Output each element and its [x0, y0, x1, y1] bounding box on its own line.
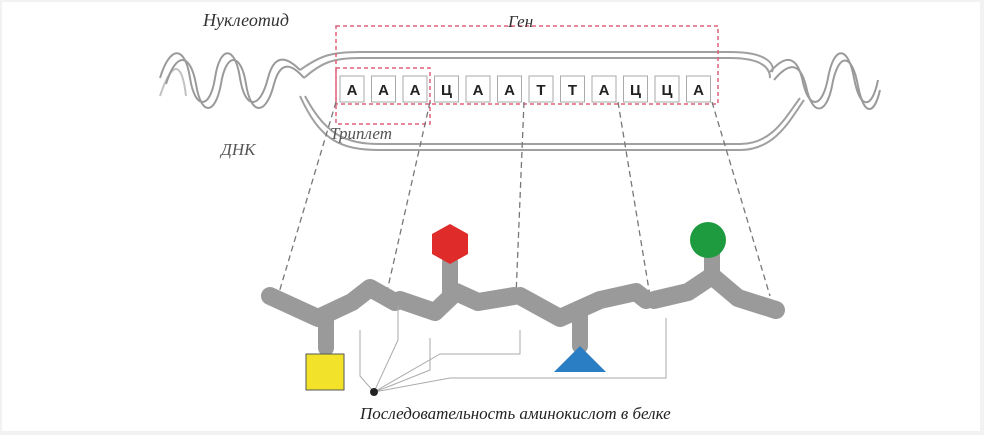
nucleotide-letter: Ц	[441, 82, 452, 99]
nucleotide-letter: А	[504, 82, 515, 99]
nucleotide-label: Нуклеотид	[203, 10, 289, 30]
triplet-label: Триплет	[330, 124, 392, 143]
nucleotide-box	[434, 75, 459, 103]
dna-label: ДНК	[221, 140, 256, 159]
nucleotide-box	[654, 75, 680, 103]
nucleotide-box	[591, 75, 617, 103]
circle-side-group	[690, 222, 726, 258]
caption-connectors	[359, 306, 667, 393]
protein-backbone	[261, 267, 785, 327]
nucleotide-box	[497, 75, 522, 103]
nucleotide-box	[465, 75, 491, 103]
gene-frame	[335, 25, 719, 105]
nucleotide-letter: Ц	[630, 82, 641, 99]
triangle-side-group	[554, 346, 606, 372]
nucleotide-letter: А	[693, 82, 704, 99]
nucleotide-letter: А	[599, 82, 610, 99]
nucleotide-letter: Т	[568, 82, 577, 99]
nucleotide-box	[560, 75, 585, 103]
hexagon-side-group	[432, 224, 468, 264]
nucleotide-box	[528, 75, 554, 103]
nucleotide-letter: А	[378, 82, 389, 99]
nucleotide-letter: А	[473, 82, 484, 99]
codon-guides	[277, 101, 771, 297]
nucleotide-letter: А	[410, 82, 421, 99]
nucleotide-box	[339, 75, 365, 103]
triplet-frame	[335, 67, 431, 125]
nucleotide-letter: Т	[536, 82, 545, 99]
dna-helix-right	[769, 52, 881, 110]
dna-helix-left	[159, 52, 305, 109]
nucleotide-box	[371, 75, 396, 103]
dna-loop	[299, 51, 805, 151]
backbone-branches	[318, 242, 720, 356]
caption-label: Последовательность аминокислот в белке	[354, 404, 677, 424]
square-side-group	[305, 353, 345, 391]
nucleotide-letter: Ц	[662, 82, 673, 99]
nucleotide-box	[686, 75, 711, 103]
caption-pointer-dot	[370, 388, 378, 396]
nucleotide-letter: А	[347, 82, 358, 99]
gene-label: Ген	[508, 12, 534, 31]
nucleotide-box	[402, 75, 428, 103]
nucleotide-box	[623, 75, 648, 103]
